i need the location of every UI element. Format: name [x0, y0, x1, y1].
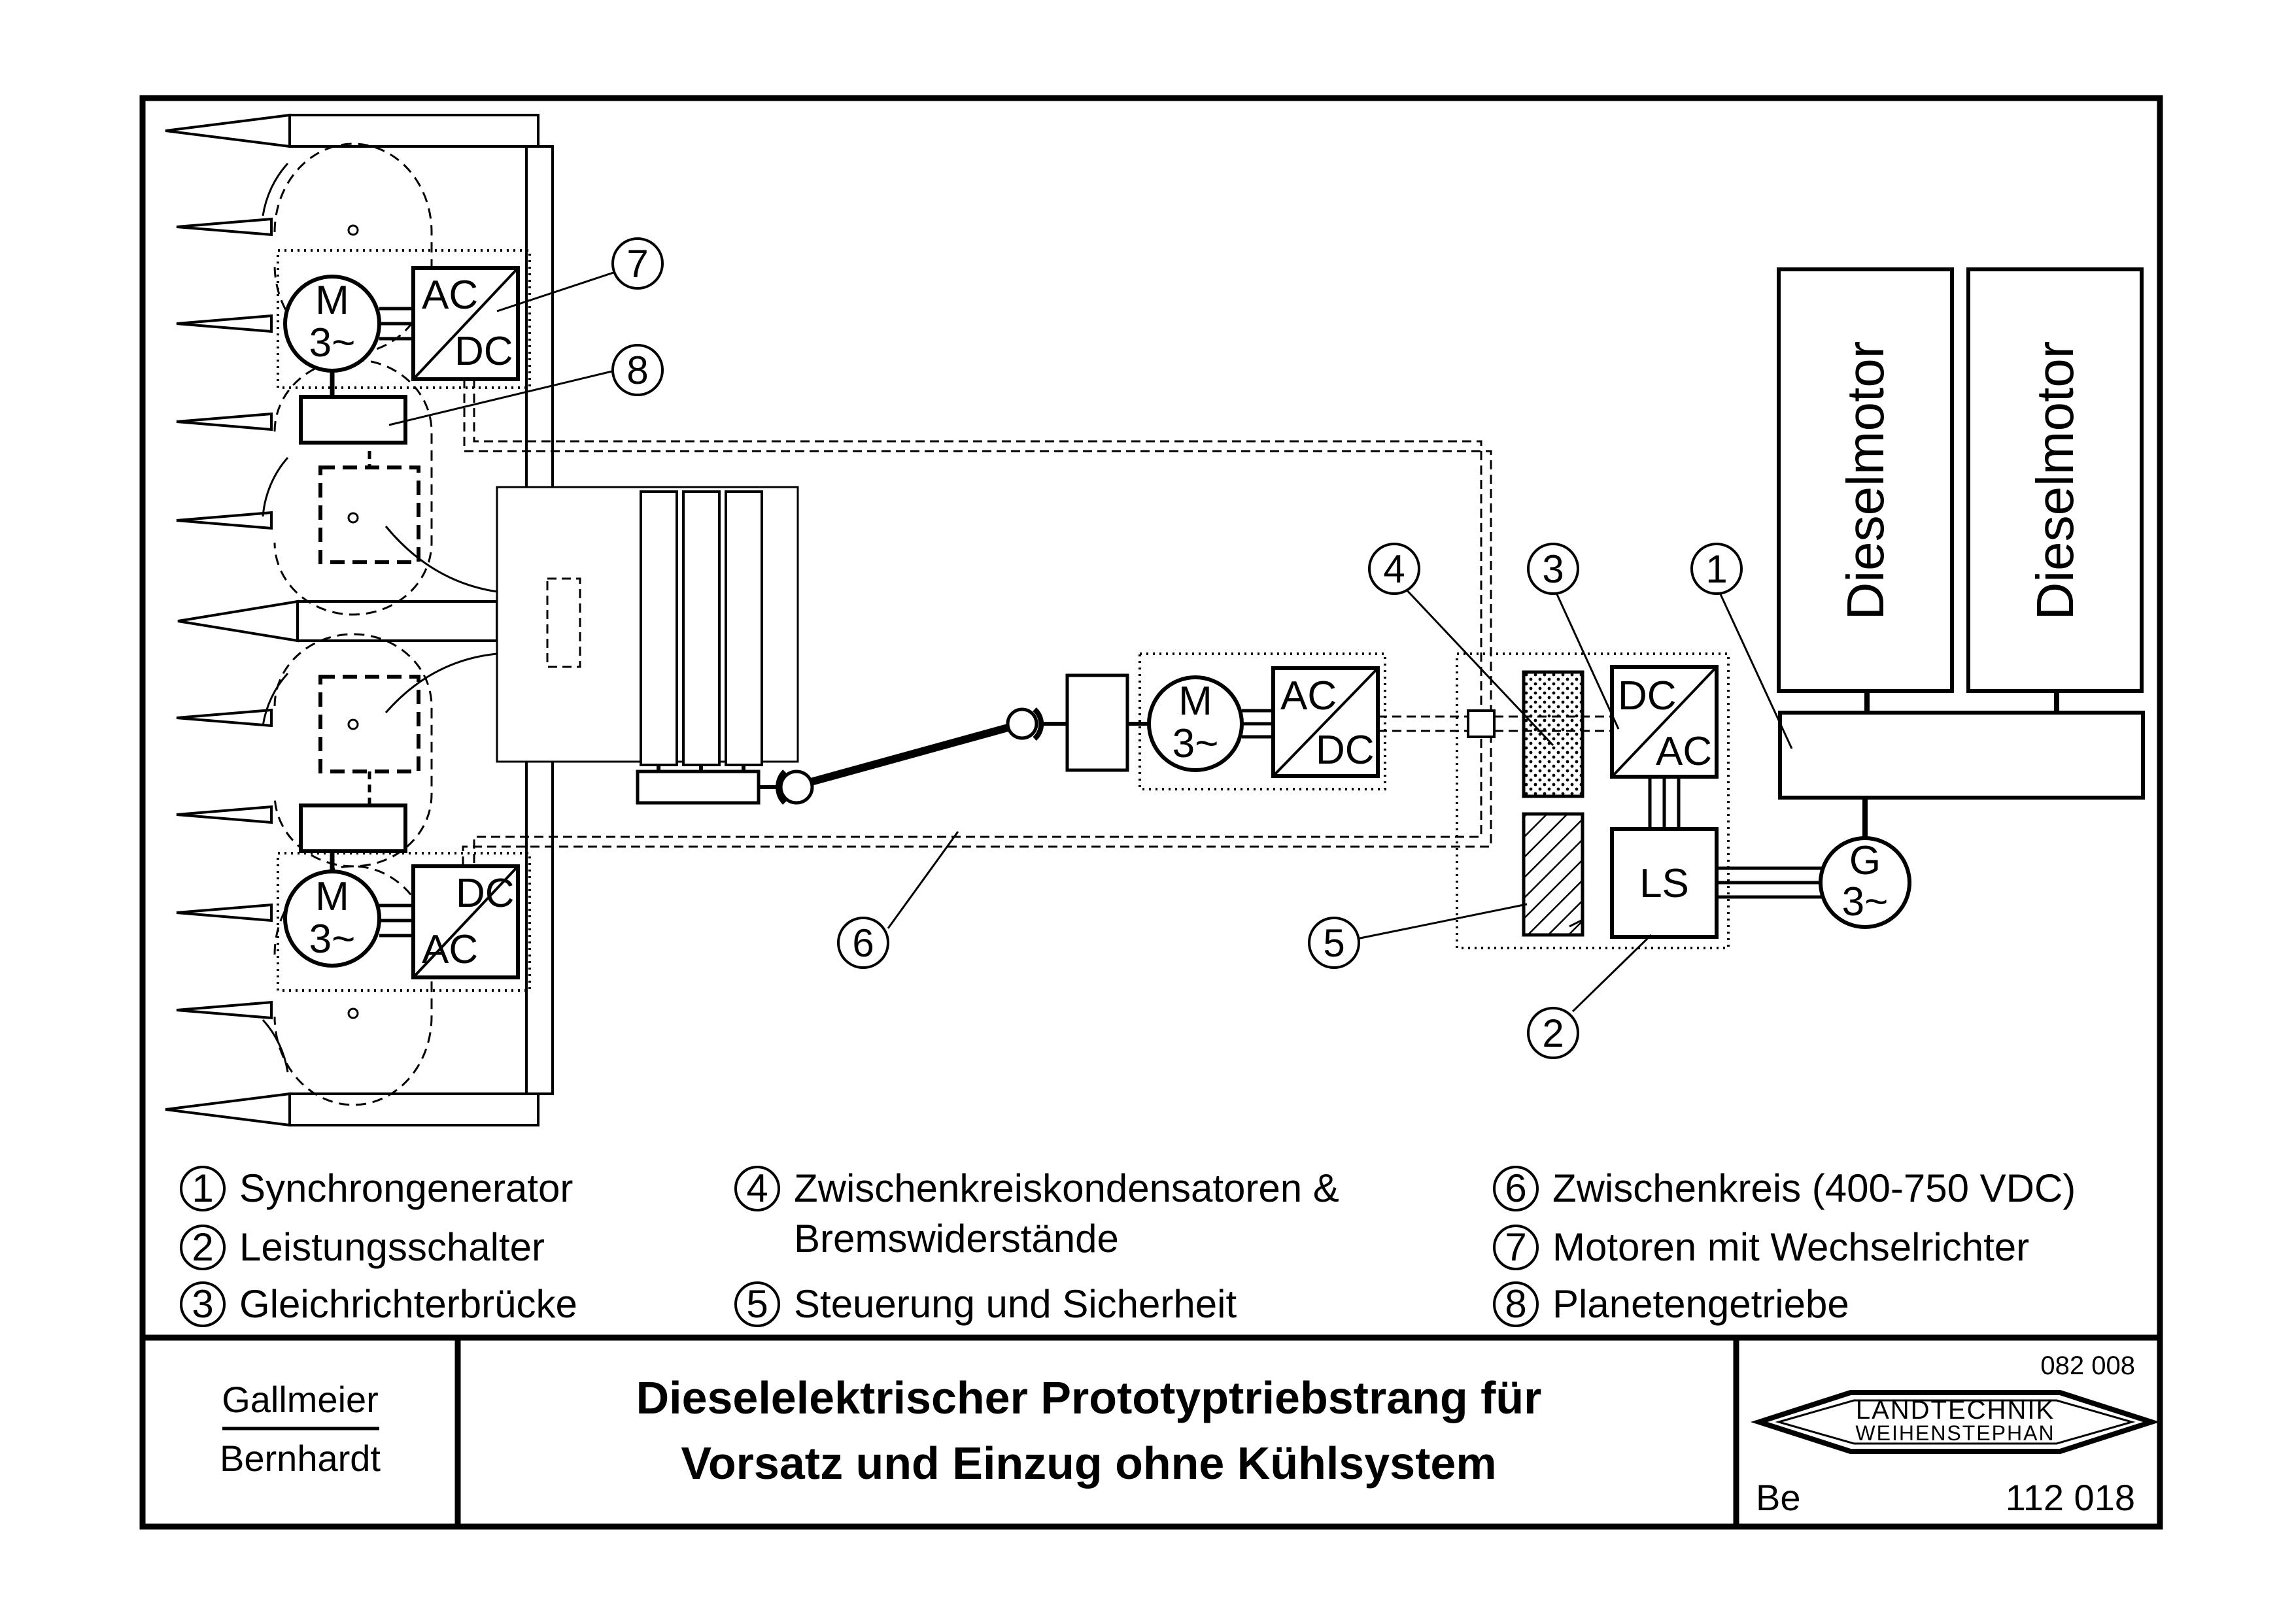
- middle-inverter-ac-label: AC: [1280, 673, 1337, 719]
- circuit-breaker: [1610, 827, 1719, 939]
- legend-item-4: 4 Zwischenkreiskondensatoren & Bremswide…: [734, 1166, 1339, 1260]
- logo-line2: WEIHENSTEPHAN: [1855, 1421, 2055, 1445]
- legend: 1 Synchrongenerator 2 Leistungsschalter …: [180, 1166, 2076, 1327]
- middle-motor-label-phase: 3~: [1173, 721, 1219, 766]
- diesel-engine-left: [1777, 267, 1954, 693]
- middle-motor-label-m: M: [1178, 679, 1212, 724]
- legend-1-text: Synchrongenerator: [239, 1166, 573, 1210]
- diesel-engine-right: [1966, 267, 2144, 693]
- upper-motor-label-m: M: [315, 278, 349, 323]
- legend-item-1: 1 Synchrongenerator: [180, 1166, 573, 1211]
- legend-item-2: 2 Leistungsschalter: [180, 1225, 545, 1270]
- power-cabinet-boundary: [1456, 652, 1730, 949]
- drawing-title-line1: Dieselelektrischer Prototyptriebstrang f…: [636, 1372, 1542, 1423]
- diesel-engine-left-label: Dieselmotor: [1836, 341, 1894, 620]
- callout-1: [1690, 543, 1743, 595]
- callout-5: [1308, 917, 1360, 969]
- middle-inverter-dc-label: DC: [1316, 728, 1375, 773]
- callout-5-label: 5: [1323, 921, 1344, 965]
- rectifier-dc-label: DC: [1618, 673, 1677, 719]
- legend-item-5: 5 Steuerung und Sicherheit: [734, 1281, 1237, 1327]
- title-block: Gallmeier Bernhardt Dieselelektrischer P…: [220, 1351, 2161, 1518]
- callout-8: [611, 344, 664, 396]
- legend-1-num: 1: [192, 1166, 213, 1210]
- drawing-title-line2: Vorsatz und Einzug ohne Kühlsystem: [681, 1438, 1496, 1489]
- sheet-frame: [139, 95, 2163, 1530]
- middle-drive-unit: M 3~ AC DC: [1138, 652, 1386, 790]
- legend-7-num: 7: [1505, 1225, 1526, 1269]
- callout-6: [837, 917, 889, 969]
- diesel-engine-right-label: Dieselmotor: [2026, 341, 2084, 620]
- legend-7-text: Motoren mit Wechselrichter: [1552, 1225, 2029, 1269]
- control-safety-block: [1522, 812, 1584, 937]
- drawing-ref-top: 082 008: [2040, 1351, 2135, 1380]
- upper-motor-label-phase: 3~: [309, 320, 356, 365]
- lower-drive-unit: M 3~ DC AC: [277, 804, 531, 992]
- callout-leaders: [388, 270, 1793, 1013]
- callout-1-label: 1: [1705, 547, 1727, 591]
- callout-3: [1527, 543, 1579, 595]
- middle-drive-unit-boundary: [1138, 652, 1386, 790]
- legend-item-8: 8 Planetengetriebe: [1493, 1281, 1849, 1327]
- rectifier-ac-label: AC: [1656, 729, 1712, 774]
- callout-2: [1527, 1007, 1579, 1059]
- legend-4-num: 4: [746, 1166, 768, 1210]
- legend-item-7: 7 Motoren mit Wechselrichter: [1493, 1225, 2029, 1270]
- legend-5-text: Steuerung und Sicherheit: [794, 1282, 1237, 1326]
- legend-4-text-line2: Bremswiderstände: [794, 1217, 1119, 1260]
- legend-5-num: 5: [746, 1282, 768, 1326]
- logo-line1: LANDTECHNIK: [1856, 1396, 2055, 1425]
- callout-7-label: 7: [626, 242, 648, 286]
- lower-motor-label-phase: 3~: [309, 917, 356, 962]
- generator-and-engines: G 3~ Dieselmotor Dieselmotor: [1717, 267, 2145, 929]
- transfer-gearbox: [1778, 711, 2145, 800]
- lower-planetary-gear: [299, 804, 407, 853]
- callout-6-label: 6: [852, 921, 874, 965]
- legend-2-text: Leistungsschalter: [239, 1225, 545, 1269]
- author-bottom: Bernhardt: [220, 1438, 381, 1479]
- drawing-ref-left: Be: [1756, 1477, 1801, 1518]
- lower-inverter-dc-label: DC: [456, 871, 515, 916]
- lower-motor-label-m: M: [315, 874, 349, 919]
- legend-2-num: 2: [192, 1225, 213, 1269]
- lower-inverter-ac-label: AC: [422, 927, 478, 972]
- upper-planetary-gear: [299, 395, 407, 445]
- power-cabinet: DC AC LS: [1456, 652, 1730, 949]
- callout-4: [1368, 543, 1420, 595]
- drawing-ref-bottom: 112 018: [2006, 1477, 2135, 1518]
- callout-3-label: 3: [1542, 547, 1564, 591]
- callout-7: [611, 237, 664, 290]
- legend-3-text: Gleichrichterbrücke: [239, 1282, 577, 1326]
- upper-inverter-ac-label: AC: [422, 273, 478, 318]
- institute-logo: LANDTECHNIK WEIHENSTEPHAN: [1750, 1390, 2161, 1454]
- legend-item-6: 6 Zwischenkreis (400-750 VDC): [1493, 1166, 2076, 1211]
- generator-label-phase: 3~: [1842, 879, 1889, 924]
- dc-link-junction: [1467, 709, 1496, 738]
- capacitor-brake-resistor-block: [1522, 670, 1584, 798]
- legend-4-text-line1: Zwischenkreiskondensatoren &: [794, 1166, 1339, 1210]
- generator-label-g: G: [1849, 838, 1881, 883]
- legend-item-3: 3 Gleichrichterbrücke: [180, 1281, 577, 1327]
- upper-inverter-dc-label: DC: [454, 329, 513, 374]
- callout-4-label: 4: [1383, 547, 1405, 591]
- legend-6-text: Zwischenkreis (400-750 VDC): [1552, 1166, 2076, 1210]
- callout-8-label: 8: [626, 348, 648, 392]
- legend-6-num: 6: [1505, 1166, 1526, 1210]
- lower-motor: [283, 870, 381, 968]
- legend-3-num: 3: [192, 1282, 213, 1326]
- upper-drive-unit-boundary: [277, 249, 531, 389]
- callout-2-label: 2: [1542, 1011, 1564, 1055]
- author-top: Gallmeier: [222, 1379, 379, 1420]
- legend-8-text: Planetengetriebe: [1552, 1282, 1849, 1326]
- legend-8-num: 8: [1505, 1282, 1526, 1326]
- feeder-house: [496, 486, 1149, 805]
- circuit-breaker-label: LS: [1639, 861, 1689, 906]
- callouts: 1 2 3 4 5 6 7 8: [611, 237, 1743, 1059]
- upper-drive-unit: M 3~ AC DC: [277, 249, 531, 445]
